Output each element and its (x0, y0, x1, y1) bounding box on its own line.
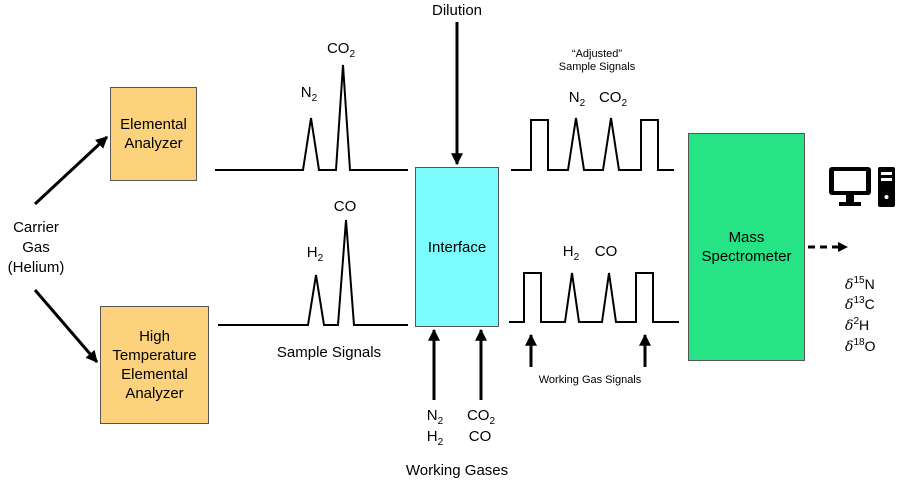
isotope-d18o: δ18O (845, 337, 876, 355)
htea-label-line2: Temperature (112, 347, 197, 364)
adjusted-top-signal (511, 117, 674, 171)
bottom-sample-signal (218, 219, 408, 326)
working-gases-label: Working Gases (405, 462, 509, 479)
sample-signals-label: Sample Signals (276, 344, 382, 361)
co-working-label: CO (594, 243, 618, 260)
ea-label-line2: Analyzer (124, 135, 183, 152)
dilution-label: Dilution (431, 2, 483, 19)
isotope-d15n: δ15N (845, 275, 875, 293)
high-temp-analyzer-box: High Temperature Elemental Analyzer (100, 306, 209, 424)
co-label: CO (333, 198, 357, 215)
adjusted-title-line2: Sample Signals (558, 61, 636, 73)
n2-adjusted-label: N2 (568, 89, 586, 109)
co-input-label: CO (468, 428, 492, 445)
h2-label: H2 (306, 244, 324, 264)
working-gas-signal (509, 272, 679, 323)
isotope-d2h: δ2H (845, 316, 870, 334)
adjusted-title-line1: “Adjusted” (571, 48, 623, 60)
h2-input-label: H2 (426, 428, 444, 448)
output-arrowhead (838, 242, 848, 252)
ms-label-line2: Spectrometer (701, 248, 792, 265)
n2-input-label: N2 (426, 407, 444, 427)
n2-top-label: N2 (300, 84, 318, 104)
interface-label: Interface (427, 238, 487, 256)
carrier-gas-line2: Gas (22, 239, 50, 256)
interface-box: Interface (415, 167, 499, 327)
ea-label-line1: Elemental (120, 116, 187, 133)
co2-input-label: CO2 (466, 407, 496, 427)
computer-icon (829, 167, 895, 207)
isotope-d13c: δ13C (845, 295, 875, 313)
co2-adjusted-label: CO2 (598, 89, 628, 109)
arrow-to-htea (33, 289, 99, 363)
carrier-gas-line1: Carrier (13, 219, 59, 236)
carrier-gas-line3: (Helium) (7, 259, 65, 276)
arrow-to-ea (33, 135, 109, 206)
adjusted-signals-title: “Adjusted” Sample Signals (559, 48, 635, 74)
co2-top-label: CO2 (326, 40, 356, 60)
working-gas-signals-label: Working Gas Signals (538, 374, 642, 386)
htea-label-line4: Analyzer (125, 385, 184, 402)
h2-working-label: H2 (562, 243, 580, 263)
ms-label-line1: Mass (728, 229, 765, 246)
top-sample-signal (215, 64, 408, 171)
htea-label-line3: Elemental (121, 366, 188, 383)
htea-label-line1: High (139, 328, 170, 345)
carrier-gas-label: Carrier Gas (Helium) (8, 218, 65, 278)
